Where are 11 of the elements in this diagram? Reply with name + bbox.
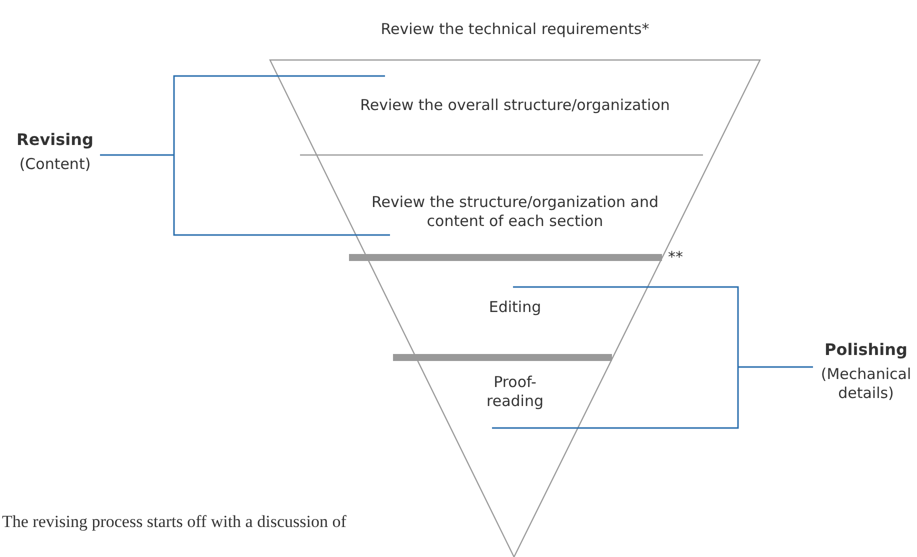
stage-text: Review the overall structure/organization bbox=[330, 96, 700, 115]
stage-text: Editing bbox=[460, 298, 570, 317]
group-title: Revising bbox=[16, 130, 94, 149]
body-text: The revising process starts off with a discussion of bbox=[2, 512, 346, 532]
footnote-mark: ** bbox=[668, 248, 683, 266]
group-subtitle: (Content) bbox=[18, 155, 92, 174]
stage-text: Proof- reading bbox=[465, 373, 565, 411]
stage-text: Review the structure/organization and content of each section bbox=[360, 193, 670, 231]
funnel-heading: Review the technical requirements* bbox=[380, 20, 650, 38]
group-subtitle: (Mechanical details) bbox=[820, 365, 912, 403]
group-title: Polishing bbox=[824, 340, 908, 359]
